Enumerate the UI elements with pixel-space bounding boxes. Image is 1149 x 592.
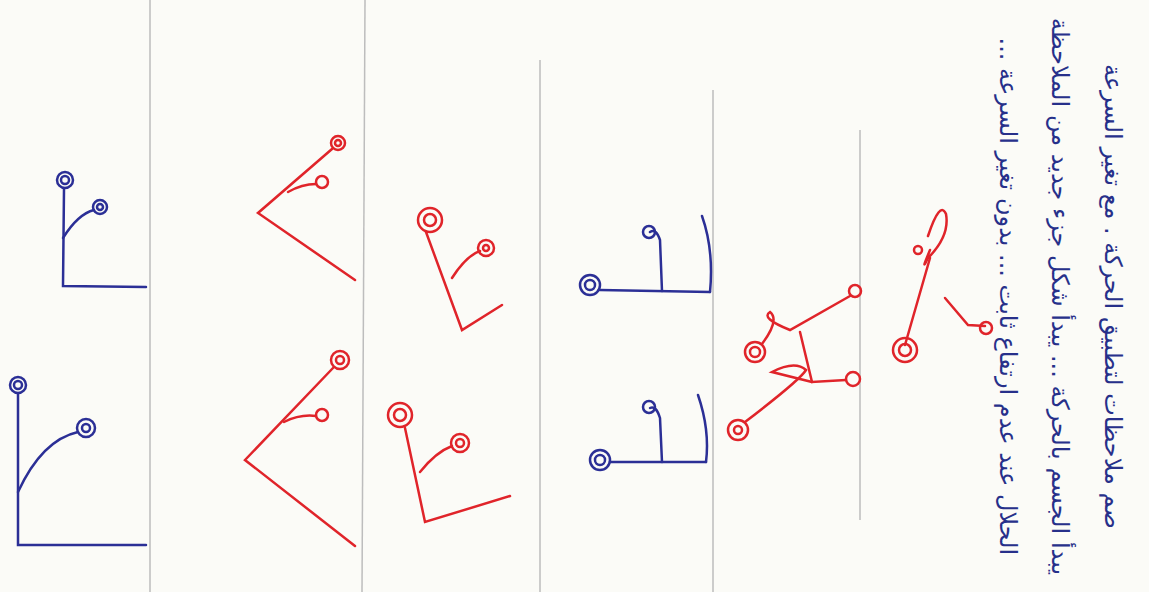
- red-figures: [245, 136, 992, 546]
- note-line: صم ملاحظات لتطبيق الحركة . مع تغير السرع…: [1098, 64, 1127, 529]
- blue-figures: [10, 172, 711, 545]
- note-line: الحلال عند عدم ارتفاع ثابت ... بدون تغير…: [994, 37, 1023, 555]
- note-line: يبدأ الجسم بالحركة ... يبدأ شكل جزء جديد…: [1046, 17, 1075, 574]
- ruled-lines: [150, 0, 860, 592]
